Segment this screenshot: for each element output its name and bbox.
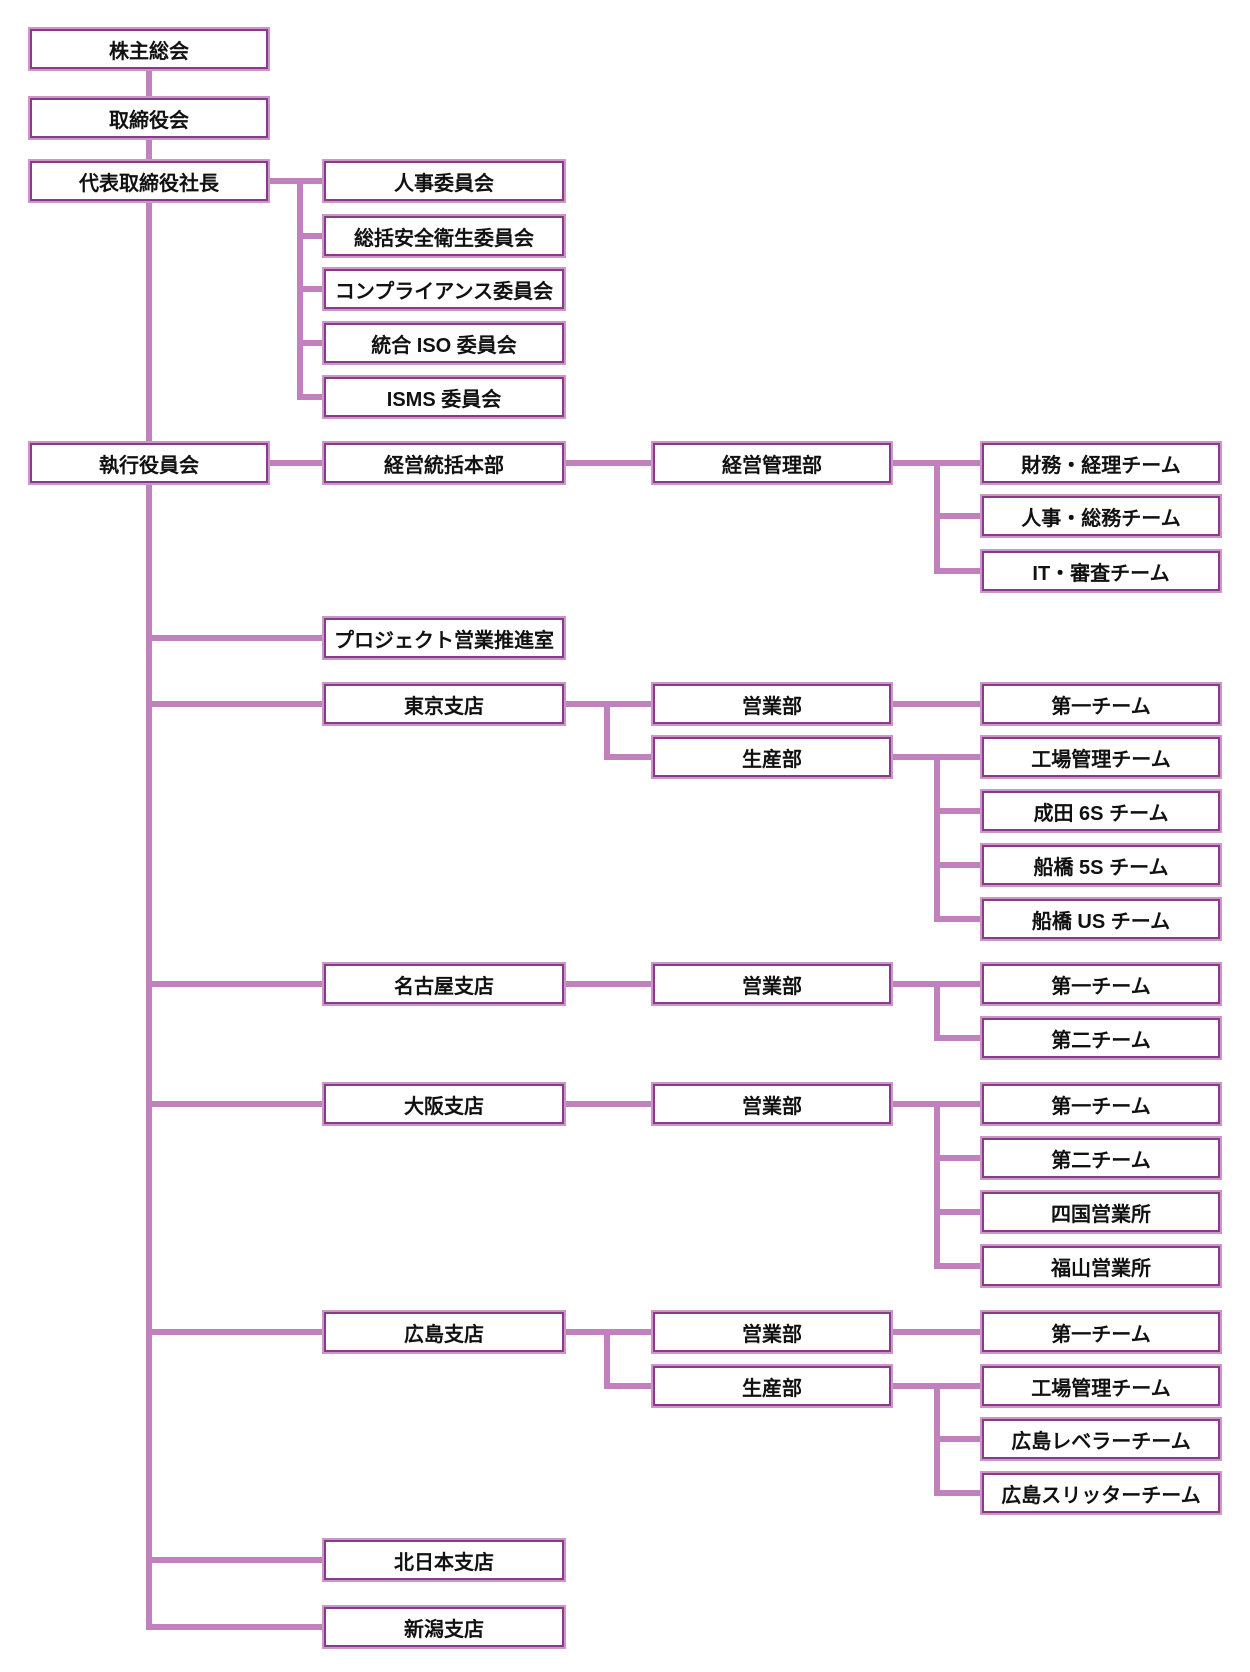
connector-segment: [934, 808, 982, 814]
connector-segment: [604, 1329, 610, 1389]
org-box-tokyo: 東京支店: [324, 684, 564, 724]
connector-segment: [934, 568, 982, 574]
connector-segment: [604, 701, 610, 760]
connector-segment: [564, 981, 653, 987]
connector-segment: [297, 286, 324, 292]
org-box-t_it: IT・審査チーム: [982, 551, 1220, 591]
connector-segment: [934, 1209, 982, 1215]
org-box-c_isms: ISMS 委員会: [324, 377, 564, 417]
org-box-nagoya: 名古屋支店: [324, 964, 564, 1004]
connector-segment: [149, 981, 324, 987]
org-box-c_anzen: 総括安全衛生委員会: [324, 216, 564, 256]
org-box-funabashi_us: 船橋 US チーム: [982, 899, 1220, 939]
org-box-nagoya_t2: 第二チーム: [982, 1018, 1220, 1058]
org-box-osaka_eigyo: 営業部: [653, 1084, 891, 1124]
connector-segment: [934, 981, 940, 1041]
connector-segment: [149, 635, 324, 641]
connector-segment: [297, 340, 324, 346]
org-box-hiro_kojo: 工場管理チーム: [982, 1366, 1220, 1406]
org-box-c_jinji: 人事委員会: [324, 161, 564, 201]
connector-segment: [149, 1557, 324, 1563]
connector-segment: [934, 1263, 982, 1269]
connector-segment: [149, 701, 324, 707]
connector-segment: [297, 394, 324, 400]
connector-segment: [934, 1490, 982, 1496]
org-box-exec: 執行役員会: [30, 443, 268, 483]
connector-segment: [934, 1155, 982, 1161]
connector-segment: [146, 69, 152, 1630]
org-box-nagoya_eigyo: 営業部: [653, 964, 891, 1004]
org-box-t_fin: 財務・経理チーム: [982, 443, 1220, 483]
org-box-president: 代表取締役社長: [30, 161, 268, 201]
org-box-c_iso: 統合 ISO 委員会: [324, 323, 564, 363]
connector-segment: [268, 178, 324, 184]
org-box-shareholders: 株主総会: [30, 29, 268, 69]
org-box-tokyo_t1: 第一チーム: [982, 684, 1220, 724]
connector-segment: [564, 460, 653, 466]
connector-segment: [604, 1383, 653, 1389]
org-box-t_hr: 人事・総務チーム: [982, 496, 1220, 536]
connector-segment: [268, 460, 324, 466]
org-box-tokyo_kojo: 工場管理チーム: [982, 737, 1220, 777]
connector-segment: [564, 1101, 653, 1107]
org-box-hiro_leveler: 広島レベラーチーム: [982, 1419, 1220, 1459]
connector-segment: [934, 1035, 982, 1041]
org-box-hiro_t1: 第一チーム: [982, 1312, 1220, 1352]
org-box-tokyo_seisan: 生産部: [653, 737, 891, 777]
connector-segment: [604, 754, 653, 760]
org-box-narita_6s: 成田 6S チーム: [982, 791, 1220, 831]
org-box-funabashi_5s: 船橋 5S チーム: [982, 845, 1220, 885]
org-box-mgmt_dept: 経営管理部: [653, 443, 891, 483]
connector-segment: [934, 513, 982, 519]
org-box-osaka_t1: 第一チーム: [982, 1084, 1220, 1124]
connector-segment: [891, 701, 982, 707]
connector-segment: [934, 862, 982, 868]
connector-segment: [934, 754, 940, 922]
connector-segment: [934, 916, 982, 922]
connector-segment: [149, 1624, 324, 1630]
org-box-nagoya_t1: 第一チーム: [982, 964, 1220, 1004]
org-box-hiro_seisan: 生産部: [653, 1366, 891, 1406]
org-box-osaka: 大阪支店: [324, 1084, 564, 1124]
org-box-c_compliance: コンプライアンス委員会: [324, 269, 564, 309]
connector-segment: [934, 1101, 940, 1269]
org-box-board: 取締役会: [30, 98, 268, 138]
org-box-kitanihon: 北日本支店: [324, 1540, 564, 1580]
org-box-project: プロジェクト営業推進室: [324, 618, 564, 658]
org-box-hiro_eigyo: 営業部: [653, 1312, 891, 1352]
org-box-mgmt_hq: 経営統括本部: [324, 443, 564, 483]
org-box-niigata: 新潟支店: [324, 1607, 564, 1647]
org-box-hiroshima: 広島支店: [324, 1312, 564, 1352]
org-box-tokyo_eigyo: 営業部: [653, 684, 891, 724]
org-box-osaka_t2: 第二チーム: [982, 1138, 1220, 1178]
org-box-hiro_slitter: 広島スリッターチーム: [982, 1473, 1220, 1513]
connector-segment: [297, 233, 324, 239]
org-box-shikoku: 四国営業所: [982, 1192, 1220, 1232]
connector-segment: [149, 1101, 324, 1107]
connector-segment: [934, 1436, 982, 1442]
connector-segment: [149, 1329, 324, 1335]
org-box-fukuyama: 福山営業所: [982, 1246, 1220, 1286]
connector-segment: [891, 1329, 982, 1335]
